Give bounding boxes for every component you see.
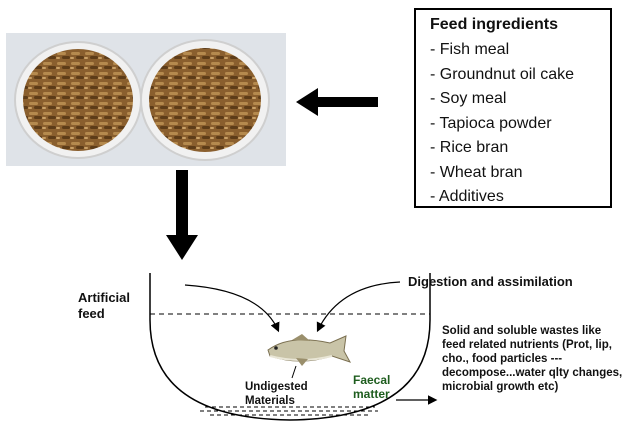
feed-pellet-dishes-photo: [6, 33, 286, 166]
faecal-matter-label: Faecal matter: [353, 373, 405, 401]
wastes-description: Solid and soluble wastes like feed relat…: [442, 324, 626, 394]
feed-ingredients-box: Feed ingredients - Fish meal - Groundnut…: [414, 8, 612, 208]
feed-ingredients-list: - Fish meal - Groundnut oil cake - Soy m…: [430, 38, 610, 210]
ingredient-item: - Rice bran: [430, 136, 610, 161]
feed-ingredients-title: Feed ingredients: [430, 16, 610, 34]
sediment: [200, 407, 378, 415]
artificial-feed-label: Artificial feed: [78, 290, 158, 322]
undigested-label: Undigested Materials: [245, 380, 325, 408]
digestion-label: Digestion and assimilation: [408, 274, 628, 290]
ingredient-item: - Wheat bran: [430, 161, 610, 186]
feed-to-fish-arrow: [185, 285, 278, 330]
arrow-left-icon: [296, 88, 378, 116]
ingredient-item: - Additives: [430, 185, 610, 210]
undigested-pointer: [292, 366, 296, 378]
ingredient-item: - Soy meal: [430, 87, 610, 112]
digestion-arrow: [318, 282, 400, 330]
fish-icon: [268, 334, 350, 366]
ingredient-item: - Fish meal: [430, 38, 610, 63]
arrow-down-icon: [166, 170, 198, 260]
ingredient-item: - Groundnut oil cake: [430, 63, 610, 88]
ingredient-item: - Tapioca powder: [430, 112, 610, 137]
